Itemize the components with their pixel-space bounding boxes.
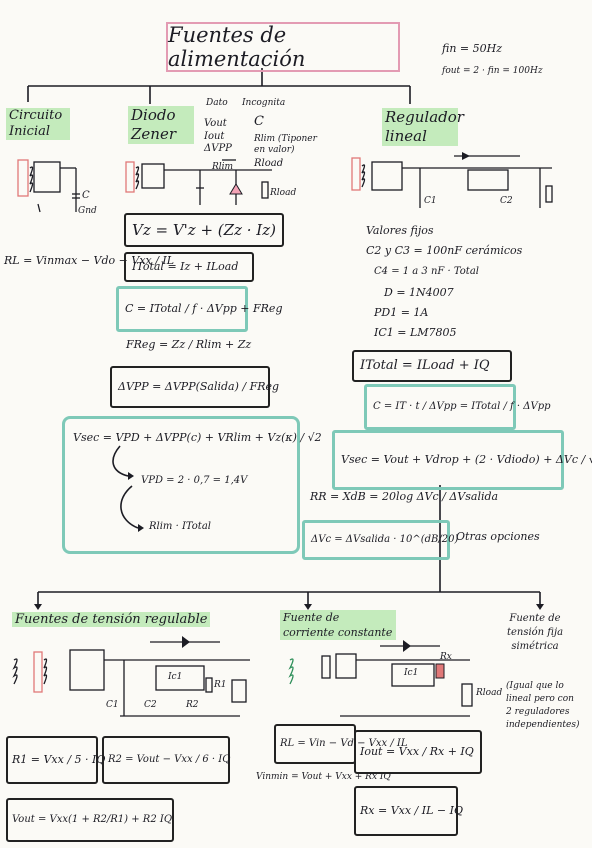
label-gnd: Gnd [78,206,97,216]
eq-rlim-total: Rlim · ITotal [149,521,211,532]
bottom-corriente: Fuente de corriente constante [280,610,396,640]
pin-c1: C1 [106,700,119,710]
eq-dvpp: ΔVPP = ΔVPP(Salida) / FReg [110,366,279,408]
eq-itotal-reg: ITotal = ILoad + IQ [352,350,512,382]
pin-c2: C2 [144,700,157,710]
eq-rl: RL = Vinmax − Vdo − Vxx / IL [4,254,175,267]
bottom-simetrica: Fuente de tensión fija simétrica [506,613,564,652]
eq-r2: R2 = Vout − Vxx / 6 · IQ [102,736,230,784]
reg-pd: PD1 = 1A [374,306,429,319]
col-incognita: Incognita [242,98,286,108]
var-c: C [254,114,264,129]
var-rload: Rload [254,158,284,169]
freq-out: fout = 2 · fin = 100Hz [442,66,543,76]
label-rload: Rload [270,188,297,198]
eq-vinmin: Vinmin = Vout + Vxx + Rx IQ [256,772,391,782]
eq-vz: Vz = V'z + (Zz · Iz) [124,213,284,247]
freq-in: fin = 50Hz [442,42,503,55]
eq-c-reg: C = IT · t / ΔVpp = ITotal / f · ΔVpp [364,384,551,430]
ic-label-a: Ic1 [168,672,183,682]
pin-rload: Rload [476,688,503,698]
col-circuito-inicial: Circuito Inicial [6,108,70,140]
reg-ic: IC1 = LM7805 [374,326,457,339]
col-regulador-lineal: Regulador lineal [382,108,464,146]
var-iout: Iout [204,131,225,142]
eq-c-zener: C = ITotal / f · ΔVpp + FReg [116,286,282,332]
reg-c4: C4 = 1 a 3 nF · Total [374,266,479,277]
eq-rx: Rx = Vxx / IL − IQ [354,786,463,836]
pin-rx: Rx [440,652,452,662]
vsec-zener-box: Vsec = VPD + ΔVPP(c) + VRlim + Vz(κ) / √… [62,416,322,554]
pin-r1: R1 [214,680,227,690]
label-rlim: Rlim [212,162,234,172]
col-diodo-zener: Diodo Zener [128,106,194,144]
eq-vsec-reg: Vsec = Vout + Vdrop + (2 · Vdiodo) + ΔVc… [332,430,592,490]
label-c: C [82,190,90,201]
pin-r2: R2 [186,700,199,710]
other-options: Otras opciones [456,530,540,543]
reg-d: D = 1N4007 [384,286,454,299]
label-c2: C2 [500,196,513,206]
eq-vpd: VPD = 2 · 0,7 = 1,4V [141,475,248,486]
eq-vsec-zener: Vsec = VPD + ΔVPP(c) + VRlim + Vz(κ) / √… [73,431,322,444]
reg-c2c3: C2 y C3 = 100nF cerámicos [366,244,523,257]
eq-rl-cc: RL = Vin − Vd − Vxx / IL [274,724,408,764]
label-c1: C1 [424,196,437,206]
eq-r1: R1 = Vxx / 5 · IQ [6,736,105,784]
var-dvpp: ΔVPP [204,143,232,154]
note-simetrica: (Igual que lo lineal pero con 2 regulado… [506,681,580,730]
col-dato: Dato [206,98,228,108]
var-vout: Vout [204,118,227,129]
eq-itotal: ITotal = Iz + ILoad [124,252,254,282]
eq-dvc: ΔVc = ΔVsalida · 10^(dB/20) [302,520,458,560]
ic-label-b: Ic1 [404,668,419,678]
eq-vout: Vout = Vxx(1 + R2/R1) + R2 IQ [6,798,174,842]
reg-values-title: Valores fijos [366,224,434,237]
page-title: Fuentes de alimentación [166,22,400,72]
eq-iout: Iout = Vxx / Rx + IQ [354,730,482,774]
eq-rr: RR = XdB = 20log ΔVc / ΔVsalida [310,490,499,503]
bottom-regulable: Fuentes de tensión regulable [12,612,211,627]
eq-freg: FReg = Zz / Rlim + Zz [126,338,252,351]
var-rlim: Rlim (Tiponer en valor) [254,134,317,155]
